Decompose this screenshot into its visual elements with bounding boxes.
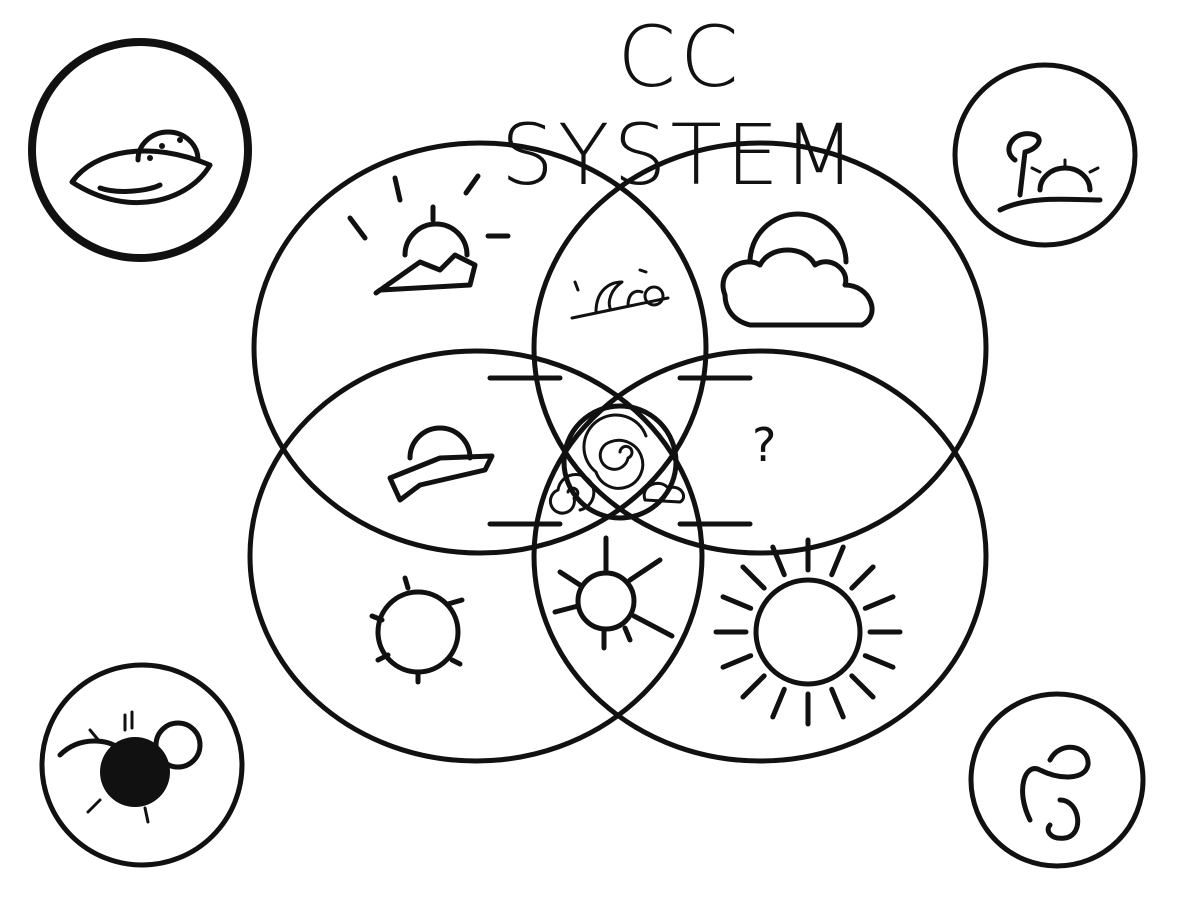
unknown-region-label: ?	[752, 418, 777, 472]
small-sun-icon	[369, 575, 465, 685]
swirl-icon	[968, 691, 1146, 869]
circle-center	[561, 403, 679, 521]
sun-ray	[770, 686, 787, 720]
sun-ray	[720, 594, 754, 611]
circle-bottom-left	[247, 348, 705, 764]
sun-ray	[720, 653, 754, 670]
half-sun-cloud-icon	[387, 425, 495, 503]
figure-sun-icon	[952, 62, 1138, 248]
sun-ray	[829, 544, 846, 578]
medium-sun-icon	[552, 535, 675, 651]
sun-ray	[862, 594, 896, 611]
large-sun-icon	[713, 537, 903, 727]
sun-ray	[849, 673, 876, 700]
circle-top-left	[251, 140, 709, 556]
sun-ray	[829, 686, 846, 720]
sun-cloud-icon	[720, 211, 875, 328]
sun-ray	[849, 564, 876, 591]
wave-sun-icon	[570, 268, 670, 320]
circle-bottom-right	[531, 348, 989, 764]
circle-top-right	[531, 140, 989, 556]
spiral-cluster-icon	[548, 413, 685, 515]
venn-circles	[247, 140, 989, 764]
leaf-sun-icon	[28, 38, 252, 262]
sun-ray	[740, 564, 767, 591]
sun-behind-cloud-icon	[347, 173, 511, 296]
sun-ray	[862, 653, 896, 670]
eclipse-icon	[39, 662, 245, 868]
sun-ray	[740, 673, 767, 700]
sun-ray	[770, 544, 787, 578]
